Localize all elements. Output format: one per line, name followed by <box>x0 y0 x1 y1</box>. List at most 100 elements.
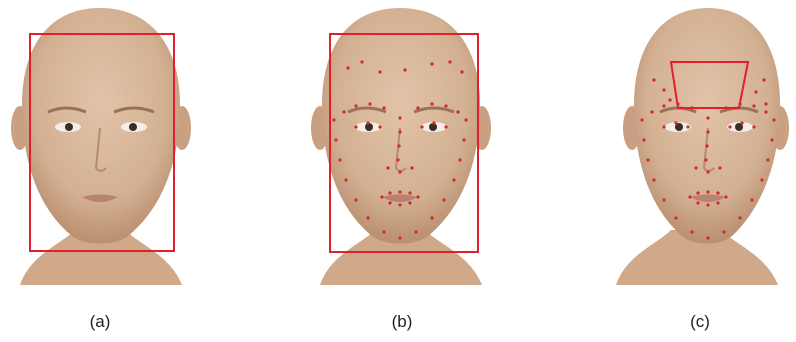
landmark-point <box>366 121 369 124</box>
landmark-point <box>416 195 419 198</box>
landmark-point <box>366 216 369 219</box>
landmark-point <box>397 144 400 147</box>
landmark-point <box>716 201 719 204</box>
landmark-point <box>408 201 411 204</box>
landmark-point <box>718 166 721 169</box>
landmark-point <box>706 190 709 193</box>
landmark-point <box>344 178 347 181</box>
landmark-point <box>452 178 455 181</box>
face-image-c <box>596 0 796 285</box>
landmark-point <box>705 144 708 147</box>
face-image-b <box>300 0 500 285</box>
landmark-point <box>652 78 655 81</box>
caption-b: (b) <box>372 312 432 332</box>
landmark-point <box>690 106 693 109</box>
landmark-point <box>754 90 757 93</box>
landmark-point <box>762 78 765 81</box>
landmark-point <box>704 158 707 161</box>
landmark-point <box>430 216 433 219</box>
landmark-point <box>354 104 357 107</box>
landmark-point <box>752 104 755 107</box>
head <box>634 8 780 244</box>
landmark-point <box>676 102 679 105</box>
panel-b <box>300 0 500 285</box>
landmark-point <box>338 158 341 161</box>
landmark-point <box>668 98 671 101</box>
landmark-point <box>764 102 767 105</box>
caption-c: (c) <box>670 312 730 332</box>
landmark-point <box>444 125 447 128</box>
landmark-point <box>388 201 391 204</box>
head <box>22 8 180 244</box>
landmark-point <box>738 102 741 105</box>
landmark-point <box>640 118 643 121</box>
landmark-point <box>724 195 727 198</box>
landmark-point <box>360 60 363 63</box>
landmark-point <box>408 191 411 194</box>
landmark-point <box>332 118 335 121</box>
landmark-point <box>386 166 389 169</box>
landmark-point <box>354 198 357 201</box>
head <box>322 8 480 244</box>
landmark-point <box>716 191 719 194</box>
landmark-point <box>432 121 435 124</box>
landmark-point <box>346 66 349 69</box>
landmark-point <box>696 191 699 194</box>
landmark-point <box>398 203 401 206</box>
landmark-point <box>462 138 465 141</box>
landmark-point <box>458 158 461 161</box>
landmark-point <box>430 102 433 105</box>
landmark-point <box>724 106 727 109</box>
landmark-point <box>380 195 383 198</box>
landmark-point <box>416 106 419 109</box>
landmark-point <box>464 118 467 121</box>
landmark-point <box>706 116 709 119</box>
landmark-point <box>706 203 709 206</box>
landmark-point <box>414 230 417 233</box>
landmark-point <box>706 130 709 133</box>
landmark-point <box>448 60 451 63</box>
landmark-point <box>764 110 767 113</box>
landmark-point <box>398 130 401 133</box>
landmark-point <box>378 70 381 73</box>
landmark-point <box>752 125 755 128</box>
landmark-point <box>662 104 665 107</box>
landmark-point <box>368 102 371 105</box>
landmark-point <box>688 195 691 198</box>
landmark-point <box>642 138 645 141</box>
landmark-point <box>722 230 725 233</box>
landmark-point <box>382 106 385 109</box>
landmark-point <box>766 158 769 161</box>
landmark-point <box>398 190 401 193</box>
landmark-point <box>674 121 677 124</box>
panel-a <box>0 0 200 285</box>
landmark-point <box>388 191 391 194</box>
landmark-point <box>460 70 463 73</box>
landmark-point <box>650 110 653 113</box>
landmark-point <box>662 125 665 128</box>
landmark-point <box>728 125 731 128</box>
caption-a: (a) <box>70 312 130 332</box>
landmark-point <box>420 125 423 128</box>
landmark-point <box>334 138 337 141</box>
landmark-point <box>646 158 649 161</box>
landmark-point <box>662 198 665 201</box>
landmark-point <box>342 110 345 113</box>
landmark-point <box>696 201 699 204</box>
landmark-point <box>444 104 447 107</box>
landmark-point <box>740 121 743 124</box>
landmark-point <box>354 125 357 128</box>
landmark-point <box>442 198 445 201</box>
landmark-point <box>674 216 677 219</box>
landmark-point <box>398 236 401 239</box>
landmark-point <box>382 230 385 233</box>
landmark-point <box>772 118 775 121</box>
landmark-point <box>652 178 655 181</box>
landmark-point <box>378 125 381 128</box>
landmark-point <box>456 110 459 113</box>
landmark-point <box>750 198 753 201</box>
landmark-point <box>690 230 693 233</box>
landmark-point <box>396 158 399 161</box>
landmark-point <box>770 138 773 141</box>
